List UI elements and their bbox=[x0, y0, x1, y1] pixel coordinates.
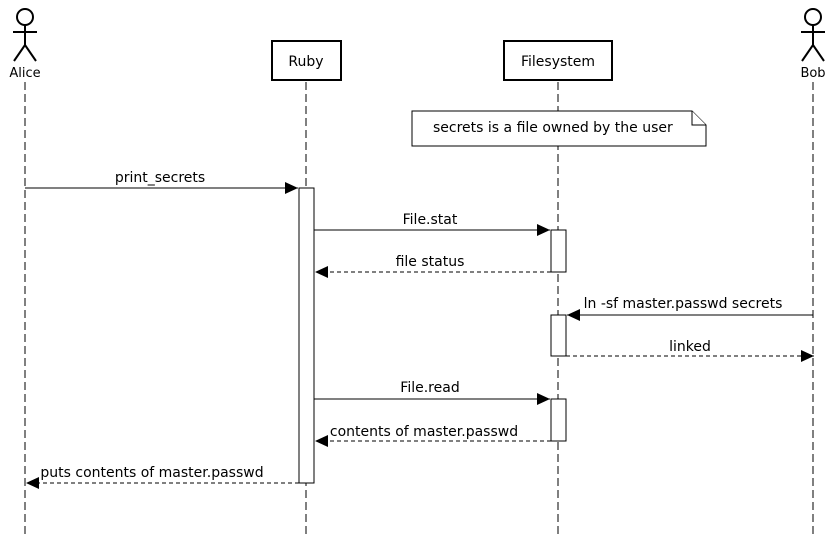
stick-figure-icon bbox=[13, 8, 37, 62]
message: ln -sf master.passwd secrets bbox=[567, 296, 813, 321]
note: secrets is a file owned by the user bbox=[411, 110, 707, 147]
participant-label-alice: Alice bbox=[9, 66, 40, 81]
message: file status bbox=[315, 254, 551, 278]
participant-label-filesystem: Filesystem bbox=[521, 54, 595, 70]
participant-label-bob: Bob bbox=[800, 66, 825, 81]
activation-filesystem bbox=[550, 398, 567, 442]
participant-box-ruby: Ruby bbox=[271, 40, 342, 81]
note-text: secrets is a file owned by the user bbox=[433, 120, 673, 136]
stick-figure-icon bbox=[801, 8, 825, 62]
activation-ruby bbox=[298, 187, 315, 484]
message: File.read bbox=[314, 380, 550, 405]
message: contents of master.passwd bbox=[315, 424, 551, 447]
message-label: linked bbox=[669, 339, 711, 355]
message: print_secrets bbox=[25, 170, 298, 194]
message-label: File.stat bbox=[403, 212, 458, 228]
message: puts contents of master.passwd bbox=[26, 465, 299, 489]
message-label: contents of master.passwd bbox=[330, 424, 518, 440]
message-label: File.read bbox=[400, 380, 459, 396]
message-label: puts contents of master.passwd bbox=[40, 465, 263, 481]
actor-bob: Bob bbox=[800, 8, 826, 81]
participant-label-ruby: Ruby bbox=[288, 54, 323, 70]
message: File.stat bbox=[314, 212, 550, 236]
message-label: print_secrets bbox=[115, 170, 205, 186]
message: linked bbox=[566, 339, 814, 362]
message-label: file status bbox=[396, 254, 465, 270]
actor-alice: Alice bbox=[9, 8, 41, 81]
message-label: ln -sf master.passwd secrets bbox=[584, 296, 783, 312]
activation-filesystem bbox=[550, 314, 567, 357]
participant-box-filesystem: Filesystem bbox=[503, 40, 613, 81]
activation-filesystem bbox=[550, 229, 567, 273]
